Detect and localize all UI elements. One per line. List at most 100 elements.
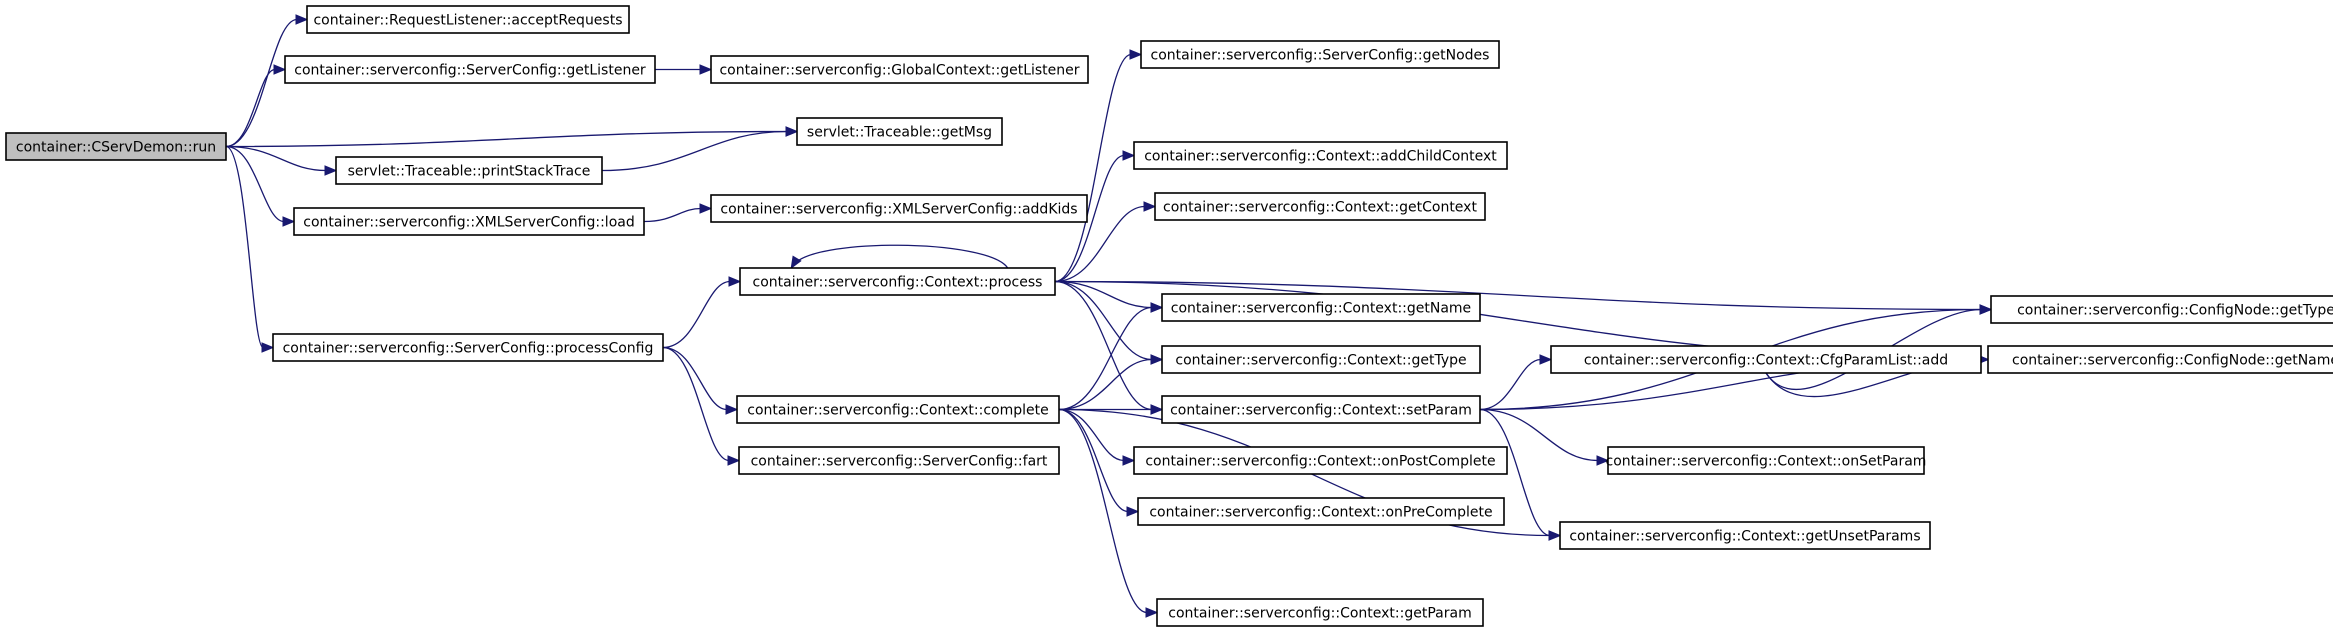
- node-box: [710, 194, 1088, 223]
- node-label: container::serverconfig::ServerConfig::g…: [294, 63, 646, 79]
- node-getContext[interactable]: container::serverconfig::Context::getCon…: [1154, 192, 1486, 221]
- edge-arrowhead: [727, 455, 741, 466]
- edge-process-to-getNodes: [1054, 49, 1143, 283]
- edge-arrowhead: [273, 64, 287, 75]
- node-onPreComplete[interactable]: container::serverconfig::Context::onPreC…: [1137, 497, 1505, 526]
- edge-line: [1058, 408, 1148, 614]
- edge-arrowhead: [790, 255, 802, 270]
- edge-line: [601, 130, 788, 172]
- node-printStackTrace[interactable]: servlet::Traceable::printStackTrace: [335, 156, 603, 185]
- node-box: [1156, 598, 1484, 627]
- edge-run-to-sc_getListener: [225, 64, 287, 148]
- edge-processConfig-to-fart: [662, 346, 741, 466]
- node-box: [796, 117, 1003, 146]
- edge-process-to-ctx_getType: [1054, 280, 1164, 365]
- node-label: servlet::Traceable::getMsg: [807, 125, 992, 141]
- edge-line: [1054, 205, 1146, 283]
- edge-sc_getListener-to-gc_getListener: [655, 64, 713, 75]
- edge-line: [1054, 280, 1153, 411]
- node-box: [710, 55, 1089, 84]
- node-box: [1559, 521, 1931, 550]
- node-gc_getListener[interactable]: container::serverconfig::GlobalContext::…: [710, 55, 1089, 84]
- node-box: [1154, 192, 1486, 221]
- node-box: [738, 446, 1060, 475]
- node-addKids[interactable]: container::serverconfig::XMLServerConfig…: [710, 194, 1088, 223]
- edge-run-to-processConfig: [225, 145, 275, 353]
- node-ctx_getName[interactable]: container::serverconfig::Context::getNam…: [1161, 293, 1481, 322]
- node-label: container::serverconfig::ServerConfig::g…: [1151, 48, 1490, 64]
- node-box: [1550, 345, 1982, 374]
- edge-line: [1054, 280, 1153, 361]
- node-label: container::serverconfig::ConfigNode::get…: [2017, 303, 2333, 319]
- node-box: [1140, 40, 1500, 69]
- node-processConfig[interactable]: container::serverconfig::ServerConfig::p…: [272, 333, 664, 362]
- edge-process-to-addChildContext: [1054, 150, 1136, 283]
- node-cn_getType[interactable]: container::serverconfig::ConfigNode::get…: [1990, 295, 2333, 324]
- node-setParam[interactable]: container::serverconfig::Context::setPar…: [1161, 395, 1481, 424]
- node-getParam[interactable]: container::serverconfig::Context::getPar…: [1156, 598, 1484, 627]
- edge-processConfig-to-process: [662, 276, 742, 349]
- node-label: container::CServDemon::run: [16, 140, 216, 156]
- nodes-layer: container::CServDemon::run container::Req…: [5, 5, 2333, 627]
- node-box: [335, 156, 603, 185]
- node-label: container::serverconfig::Context::getPar…: [1168, 606, 1471, 622]
- edge-arrowhead: [699, 64, 713, 75]
- edge-arrowhead: [1126, 506, 1140, 517]
- node-addChildContext[interactable]: container::serverconfig::Context::addChi…: [1133, 141, 1508, 170]
- node-box: [306, 5, 630, 34]
- node-box: [1161, 345, 1481, 374]
- node-sc_getListener[interactable]: container::serverconfig::ServerConfig::g…: [284, 55, 656, 84]
- node-label: container::serverconfig::Context::onSetP…: [1606, 454, 1927, 470]
- node-onSetParam[interactable]: container::serverconfig::Context::onSetP…: [1606, 446, 1927, 475]
- node-label: container::serverconfig::Context::setPar…: [1170, 403, 1472, 419]
- edge-line: [1479, 408, 1599, 462]
- edge-setParam-to-onSetParam: [1479, 408, 1610, 466]
- edge-line: [225, 68, 276, 148]
- node-complete[interactable]: container::serverconfig::Context::comple…: [736, 395, 1060, 424]
- node-ctx_getType[interactable]: container::serverconfig::Context::getTyp…: [1161, 345, 1481, 374]
- edge-arrowhead: [1122, 455, 1136, 466]
- node-label: container::serverconfig::ServerConfig::p…: [283, 341, 654, 357]
- node-box: [1607, 446, 1925, 475]
- edge-line: [225, 145, 264, 349]
- edge-line: [1054, 280, 1153, 309]
- edge-arrowhead: [1150, 302, 1164, 313]
- edge-arrowhead: [725, 404, 739, 415]
- edge-xml_load-to-addKids: [643, 203, 713, 223]
- node-cfg_add[interactable]: container::serverconfig::Context::CfgPar…: [1550, 345, 1982, 374]
- edge-line: [1058, 358, 1153, 411]
- edge-processConfig-to-complete: [662, 346, 739, 415]
- node-onPostComplete[interactable]: container::serverconfig::Context::onPost…: [1133, 446, 1508, 475]
- node-xml_load[interactable]: container::serverconfig::XMLServerConfig…: [293, 207, 645, 236]
- edge-setParam-to-cfg_add: [1479, 354, 1553, 411]
- edge-line: [662, 280, 731, 349]
- node-label: container::serverconfig::ServerConfig::f…: [751, 454, 1048, 470]
- node-cn_getName[interactable]: container::serverconfig::ConfigNode::get…: [1987, 345, 2333, 374]
- edge-run-to-xml_load: [225, 145, 296, 227]
- node-run[interactable]: container::CServDemon::run: [5, 132, 227, 161]
- edges-layer: [225, 14, 1993, 618]
- edge-arrowhead: [728, 276, 742, 287]
- edge-arrowhead: [261, 342, 275, 353]
- edge-line: [225, 130, 788, 148]
- edge-process-to-setParam: [1054, 280, 1164, 415]
- node-acceptRequests[interactable]: container::RequestListener::acceptReques…: [306, 5, 630, 34]
- edge-line: [1054, 53, 1132, 283]
- edge-arrowhead: [1129, 49, 1143, 60]
- node-getMsg[interactable]: servlet::Traceable::getMsg: [796, 117, 1003, 146]
- node-getUnsetParams[interactable]: container::serverconfig::Context::getUns…: [1559, 521, 1931, 550]
- node-label: container::serverconfig::Context::addChi…: [1144, 149, 1497, 165]
- node-process[interactable]: container::serverconfig::Context::proces…: [739, 267, 1056, 296]
- edge-run-to-printStackTrace: [225, 145, 338, 176]
- node-label: servlet::Traceable::printStackTrace: [348, 164, 591, 180]
- edge-line: [1054, 154, 1125, 283]
- edge-line: [1058, 408, 1125, 462]
- edge-arrowhead: [1539, 354, 1553, 365]
- edge-complete-to-onPostComplete: [1058, 408, 1136, 466]
- node-label: container::serverconfig::XMLServerConfig…: [720, 202, 1077, 218]
- edge-arrowhead: [1596, 455, 1610, 466]
- node-box: [736, 395, 1060, 424]
- node-fart[interactable]: container::serverconfig::ServerConfig::f…: [738, 446, 1060, 475]
- node-label: container::serverconfig::GlobalContext::…: [719, 63, 1079, 79]
- node-getNodes[interactable]: container::serverconfig::ServerConfig::g…: [1140, 40, 1500, 69]
